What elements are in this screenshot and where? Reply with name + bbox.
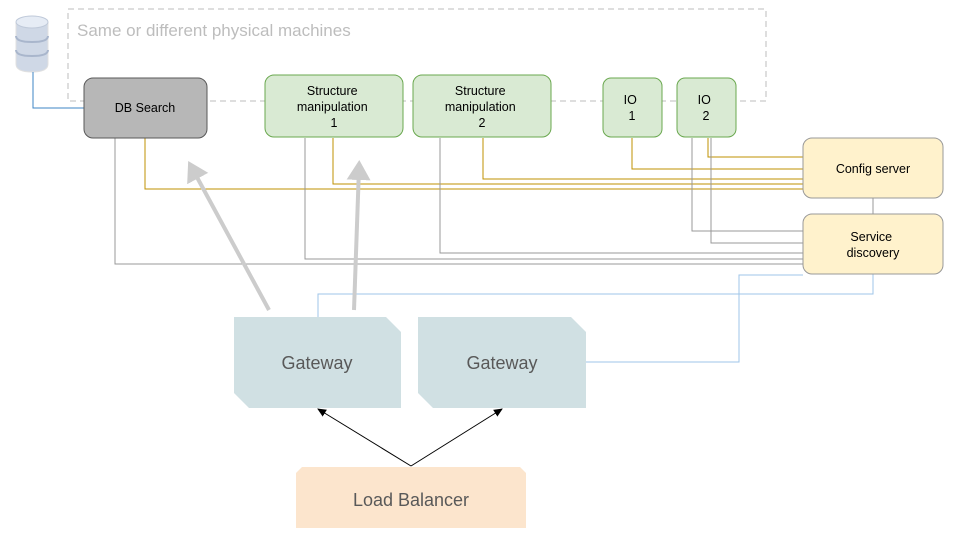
gateway-1-label: Gateway: [281, 353, 352, 373]
service-discovery-node[interactable]: Service discovery: [802, 213, 944, 275]
db-search-label: DB Search: [115, 101, 175, 115]
arrow-to-gateway-2: [410, 408, 503, 467]
arrow-to-gateway-1: [317, 408, 412, 467]
config-server-lines: [144, 138, 803, 190]
structure-manipulation-2-node[interactable]: Structure manipulation 2: [412, 74, 552, 138]
io-1-node[interactable]: IO 1: [602, 77, 663, 138]
io-1-label: IO 1: [624, 93, 641, 123]
database-icon: [15, 15, 49, 73]
arrow-gateway-to-db-search: [187, 160, 271, 311]
database-connection-line: [32, 72, 84, 109]
load-balancer-node[interactable]: Load Balancer: [296, 467, 526, 528]
db-search-node[interactable]: DB Search: [83, 77, 208, 139]
gateway-discovery-lines: [317, 274, 874, 363]
structure-manipulation-1-label: Structure manipulation 1: [297, 84, 371, 130]
arrow-gateway-to-structure-1: [346, 160, 371, 311]
machines-group-label: Same or different physical machines: [77, 21, 351, 40]
io-2-label: IO 2: [698, 93, 715, 123]
config-server-label: Config server: [836, 162, 910, 176]
structure-manipulation-2-label: Structure manipulation 2: [445, 84, 519, 130]
load-balancer-label: Load Balancer: [353, 490, 469, 510]
load-balancer-arrows: [317, 408, 503, 467]
gateway-1-node[interactable]: Gateway: [234, 317, 401, 408]
service-discovery-label: Service discovery: [847, 230, 901, 260]
io-2-node[interactable]: IO 2: [676, 77, 737, 138]
service-discovery-lines: [114, 138, 874, 265]
config-server-node[interactable]: Config server: [802, 137, 944, 199]
structure-manipulation-1-node[interactable]: Structure manipulation 1: [264, 74, 404, 138]
gateway-2-label: Gateway: [466, 353, 537, 373]
gateway-2-node[interactable]: Gateway: [418, 317, 586, 408]
gateway-request-arrows: [187, 160, 371, 311]
machines-group-boundary: [67, 8, 767, 102]
